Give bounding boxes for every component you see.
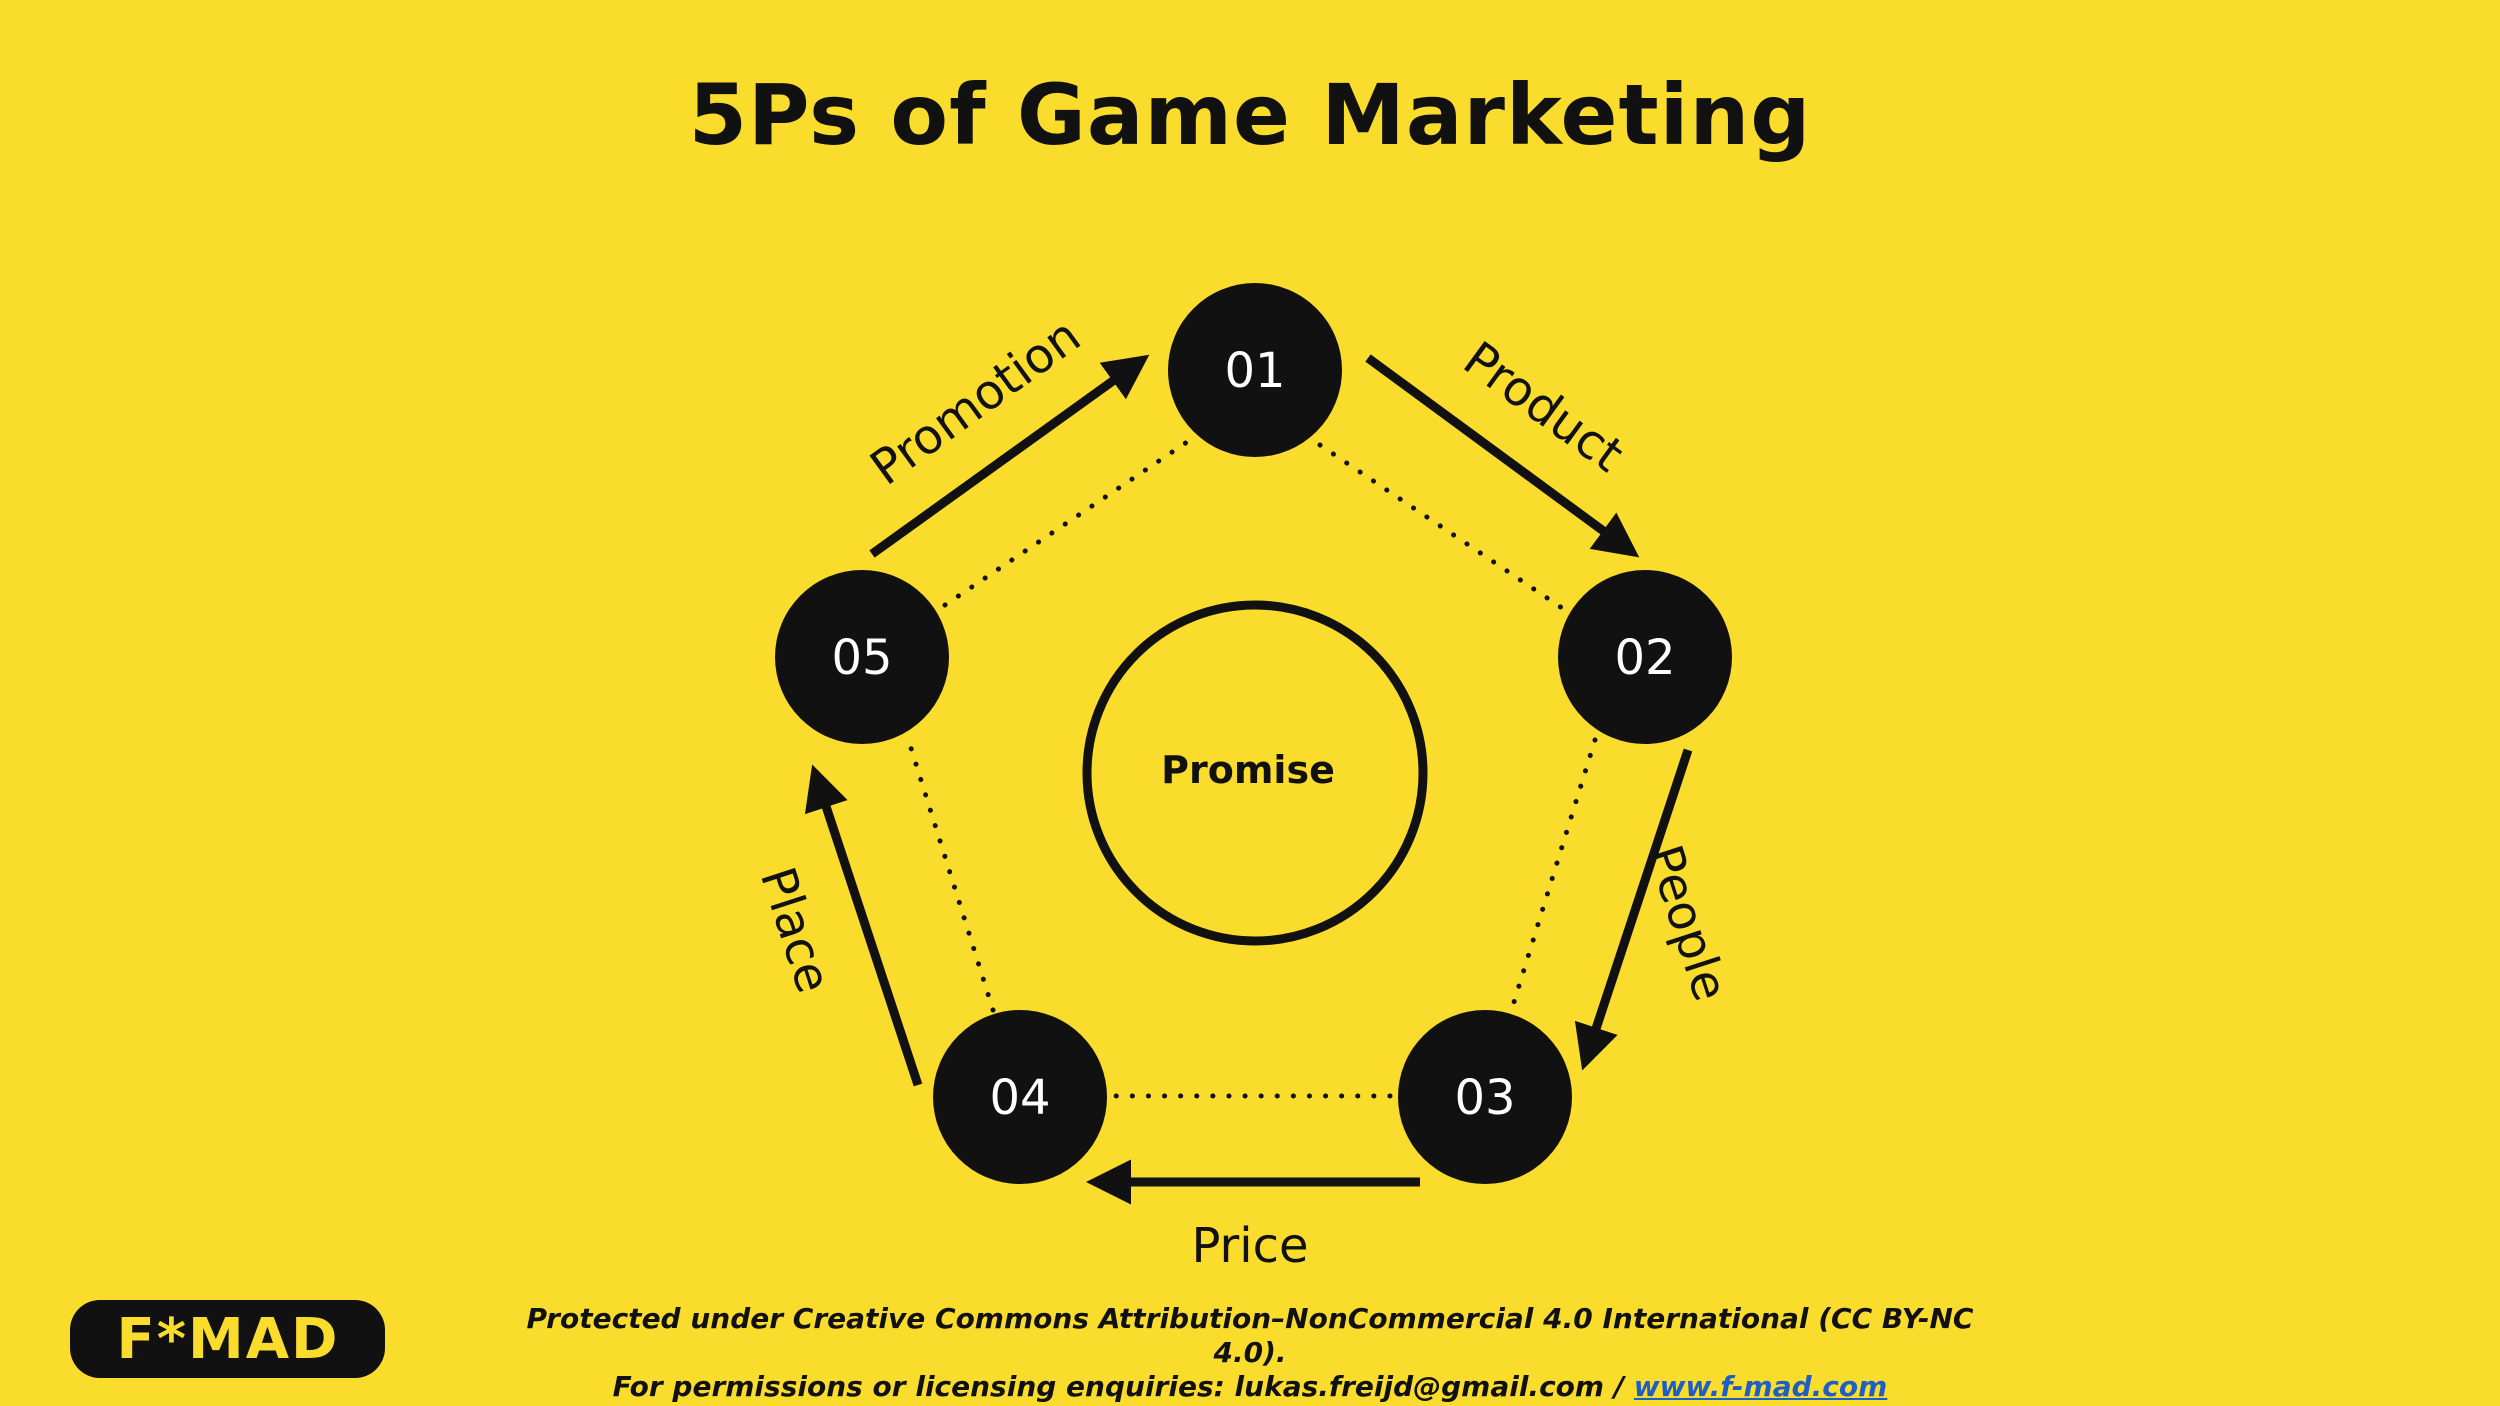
dotted-connector-02-03	[1507, 737, 1598, 1018]
node-circle	[1558, 570, 1732, 744]
node-circle	[1168, 283, 1342, 457]
logo-badge	[70, 1300, 385, 1378]
contact-line: For permissions or licensing enquiries: …	[520, 1370, 1980, 1404]
arrow-01-to-02	[1365, 354, 1640, 558]
step-label-price: Price	[1191, 1218, 1308, 1274]
center-label: Promise	[1161, 748, 1335, 792]
node-02: 02	[1558, 570, 1732, 744]
center-circle	[1082, 600, 1428, 946]
node-label-03: 03	[1454, 1070, 1515, 1126]
cycle-arrows	[804, 354, 1693, 1205]
node-circle	[1398, 1010, 1572, 1184]
step-label-promotion: Promotion	[860, 308, 1090, 497]
node-04: 04	[933, 1010, 1107, 1184]
arrow-04-to-05	[804, 764, 923, 1087]
node-circle	[775, 570, 949, 744]
contact-text: For permissions or licensing enquiries: …	[612, 1370, 1634, 1403]
step-label-people: People	[1636, 839, 1739, 1008]
arrow-02-to-03	[1574, 748, 1693, 1071]
node-label-02: 02	[1614, 630, 1675, 686]
website-link[interactable]: www.f-mad.com	[1633, 1370, 1888, 1403]
step-label-place: Place	[749, 861, 842, 1000]
node-01: 01	[1168, 283, 1342, 457]
node-05: 05	[775, 570, 949, 744]
node-label-01: 01	[1224, 343, 1285, 399]
node-03: 03	[1398, 1010, 1572, 1184]
dotted-connector-05-01	[942, 437, 1193, 608]
dotted-connectors	[907, 437, 1598, 1099]
node-circle	[933, 1010, 1107, 1184]
step-label-product: Product	[1453, 331, 1633, 483]
node-label-04: 04	[989, 1070, 1050, 1126]
dotted-connector-01-02	[1317, 442, 1568, 613]
node-label-05: 05	[831, 630, 892, 686]
fmad-logo: F*MAD	[70, 1300, 385, 1378]
license-footer: Protected under Creative Commons Attribu…	[520, 1302, 1980, 1404]
license-line: Protected under Creative Commons Attribu…	[526, 1302, 1974, 1369]
dotted-connector-04-05	[907, 742, 996, 1013]
arrow-05-to-01	[869, 354, 1150, 558]
page-title: 5Ps of Game Marketing	[688, 66, 1812, 164]
logo-text: F*MAD	[116, 1307, 339, 1372]
